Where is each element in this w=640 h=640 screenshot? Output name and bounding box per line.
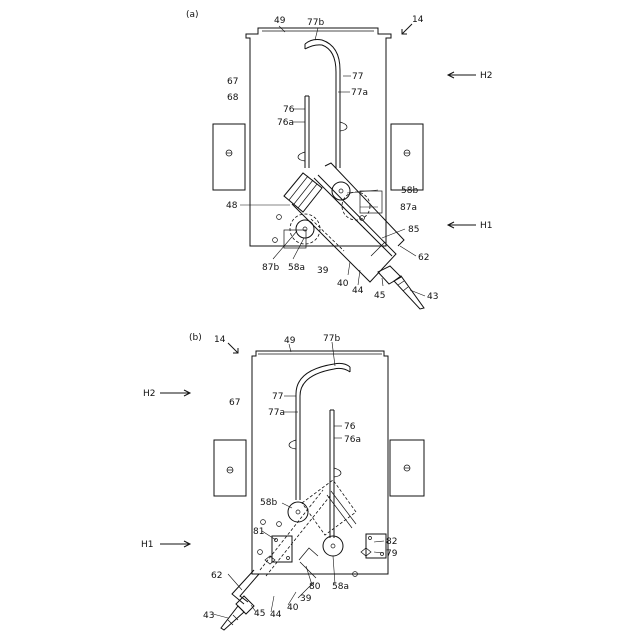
ref-label: 77 [272,392,283,402]
ref-label: 44 [270,610,282,620]
right-mounting-tab [391,124,423,190]
ref-label: 49 [274,16,286,26]
ref-label: 45 [254,609,265,619]
ref-label: H1 [480,221,493,231]
ref-label: H2 [143,389,156,399]
ref-label: 40 [337,279,349,289]
left-mounting-tab [214,440,246,496]
probe-tip-43 [221,606,244,630]
ref-label: 87a [400,203,417,213]
ref-label: 45 [374,291,385,301]
arm-outer-frame-62 [325,163,404,246]
probe-45 [378,266,401,284]
panel-a: (a) [186,10,493,309]
ref-label: 39 [317,266,329,276]
ref-label: 40 [287,603,299,613]
pivot-58b [332,182,350,200]
ref-label: 67 [229,398,240,408]
ref-label: 81 [253,527,264,537]
diagonal-arm [232,570,254,604]
ref-label: 58b [260,498,277,508]
ref-label: 14 [214,335,226,345]
ref-label: 77a [268,408,285,418]
ref-label: 77b [307,18,324,28]
ref-label: 77b [323,334,340,344]
ref-label: 39 [300,594,312,604]
panel-b-caption: (b) [189,333,202,343]
panel-a-caption: (a) [186,10,199,20]
ref-label: 76 [283,105,295,115]
ref-label: 58a [288,263,305,273]
probe-tip-43 [394,276,424,309]
left-mounting-tab [213,124,245,190]
ref-label: 76a [344,435,361,445]
ref-label: 87b [262,263,279,273]
panel-b: (b) [141,333,424,630]
pivot-58a [323,536,343,556]
ref-label: 62 [418,253,429,263]
component-81 [272,536,292,562]
ref-label: 80 [309,582,321,592]
ref-label: 67 [227,77,238,87]
ref-label: 44 [352,286,364,296]
ref-label: 76a [277,118,294,128]
ref-label: 77a [351,88,368,98]
ref-label: H2 [480,71,493,81]
ref-label: 58a [332,582,349,592]
ref-label: 76 [344,422,356,432]
ref-label: 82 [386,537,397,547]
pivot-58b [288,502,308,522]
ref-label: 48 [226,201,238,211]
component-82 [366,534,386,558]
ref-label: 85 [408,225,419,235]
ref-label: 14 [412,15,424,25]
ref-label: 49 [284,336,296,346]
ref-label: 62 [211,571,222,581]
dashed-housing [302,480,356,535]
ref-label: 77 [352,72,363,82]
ref-label: 43 [427,292,438,302]
ref-label: 58b [401,186,418,196]
ref-label: 79 [386,549,398,559]
ref-label: H1 [141,540,154,550]
ref-label: 43 [203,611,214,621]
ref-label: 68 [227,93,239,103]
